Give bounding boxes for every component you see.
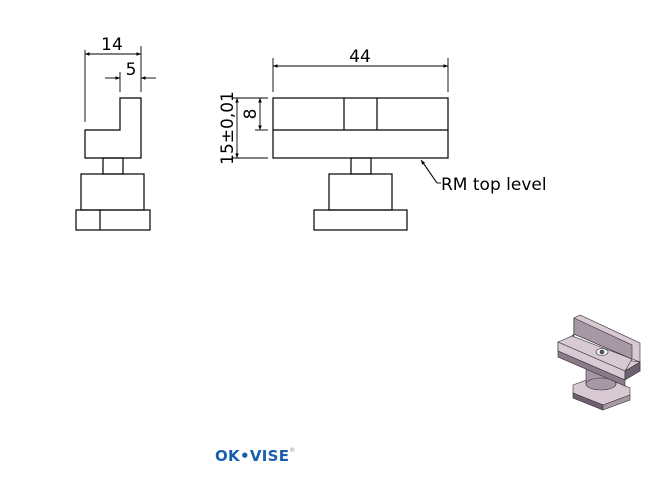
dim-top-label: 8 bbox=[241, 109, 261, 120]
logo-registered-mark: ® bbox=[289, 447, 296, 454]
okvise-logo: OK•VISE® bbox=[215, 447, 296, 465]
side-view bbox=[75, 46, 156, 231]
dim-width-label: 14 bbox=[101, 35, 123, 55]
isometric-view bbox=[557, 314, 641, 411]
logo-text: OK•VISE bbox=[215, 447, 290, 465]
callout-label: RM top level bbox=[441, 175, 547, 195]
dim-height-label: 15±0,01 bbox=[218, 91, 238, 165]
dim-length-label: 44 bbox=[349, 47, 371, 67]
dim-step-label: 5 bbox=[126, 60, 137, 80]
front-view bbox=[232, 58, 449, 231]
